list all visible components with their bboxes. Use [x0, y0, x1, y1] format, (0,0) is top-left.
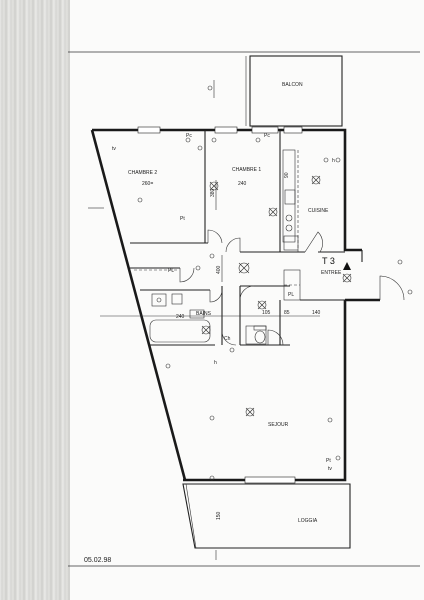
note-pc-ch2: Pc [186, 133, 192, 139]
note-tv-sejour: tv [328, 466, 332, 472]
entry-arrow-icon [343, 262, 351, 270]
exterior-wall-top [92, 128, 362, 252]
dim-wc-width: 105 [262, 310, 271, 316]
note-h-sejour: h [214, 360, 217, 366]
note-pl-left: PL [168, 268, 174, 274]
note-pc-ch1: Pc [264, 133, 270, 139]
electrical-outlets [137, 85, 413, 481]
dim-hall-v: 400 [216, 265, 222, 274]
label-loggia: LOGGIA [298, 518, 318, 524]
scan-shadow-edge [0, 0, 70, 600]
kitchen-sink [284, 189, 296, 205]
label-balcon: BALCON [282, 82, 303, 88]
window-balcony-door [251, 126, 279, 134]
label-entree: ENTREE [321, 270, 342, 276]
light-fixture-cuisine [311, 175, 321, 185]
door-ch1 [225, 237, 241, 253]
bath-cabinet [189, 309, 205, 319]
label-chambre1: CHAMBRE 1 [232, 167, 261, 173]
light-fixture-ch2 [209, 181, 219, 191]
door-entree [379, 275, 405, 301]
kitchen-hob-2 [285, 224, 293, 232]
loggia-outline [182, 483, 351, 549]
loggia-left-rail [185, 483, 197, 549]
light-fixture-ch1 [268, 207, 278, 217]
note-ch: Ch [224, 336, 231, 342]
label-type: T 3 [322, 256, 335, 266]
dim-cuisine-v: 90 [284, 172, 290, 178]
door-closet [179, 267, 195, 283]
light-fixture-hall [238, 262, 250, 274]
dim-hall-width: 140 [312, 310, 321, 316]
toilet-tank [253, 325, 267, 331]
washing-machine [171, 293, 183, 305]
exterior-wall-left [90, 129, 187, 481]
label-chambre2: CHAMBRE 2 [128, 170, 157, 176]
toilet [254, 330, 266, 344]
kitchen-fridge [283, 235, 299, 251]
label-sejour: SEJOUR [268, 422, 289, 428]
light-fixture-entree [342, 273, 352, 283]
bathtub [149, 319, 211, 343]
water-heater [245, 325, 267, 345]
window-ch1 [214, 126, 238, 134]
dim-entree-depth: 85 [284, 310, 290, 316]
light-fixture-sejour [245, 407, 255, 417]
label-bains: BAINS [196, 311, 212, 317]
note-h-cuisine: h [332, 158, 335, 164]
dim-ch2-width: 260= [142, 181, 153, 187]
bath-basin [151, 293, 167, 307]
dim-loggia-depth: 150 [216, 511, 222, 520]
door-bath [209, 289, 223, 303]
window-ch2 [137, 126, 161, 134]
light-fixture-bath [201, 325, 211, 335]
dim-ch1-height: 380 [210, 188, 216, 197]
door-sejour [221, 329, 237, 346]
door-cuisine [304, 231, 323, 253]
plan-date: 05.02.98 [84, 557, 111, 564]
window-sejour [244, 476, 296, 484]
note-pt-ch2: Pt [180, 216, 185, 222]
note-pl-right: PL [288, 292, 294, 298]
dim-ch1-width: 240 [238, 181, 247, 187]
door-wc [239, 285, 255, 301]
balcony-outline [249, 55, 343, 127]
dim-bath-width: 240 [176, 314, 185, 320]
exterior-wall-right [183, 300, 347, 482]
door-hall [267, 329, 284, 346]
label-cuisine: CUISINE [308, 208, 329, 214]
note-tv-ch2: tv [112, 146, 116, 152]
bath-basin-drain [156, 297, 162, 303]
light-fixture-wc [257, 300, 267, 310]
door-ch2 [207, 229, 223, 244]
window-cuisine [283, 126, 303, 134]
kitchen-hob-1 [285, 214, 293, 222]
note-pt-sejour: Pt [326, 458, 331, 464]
